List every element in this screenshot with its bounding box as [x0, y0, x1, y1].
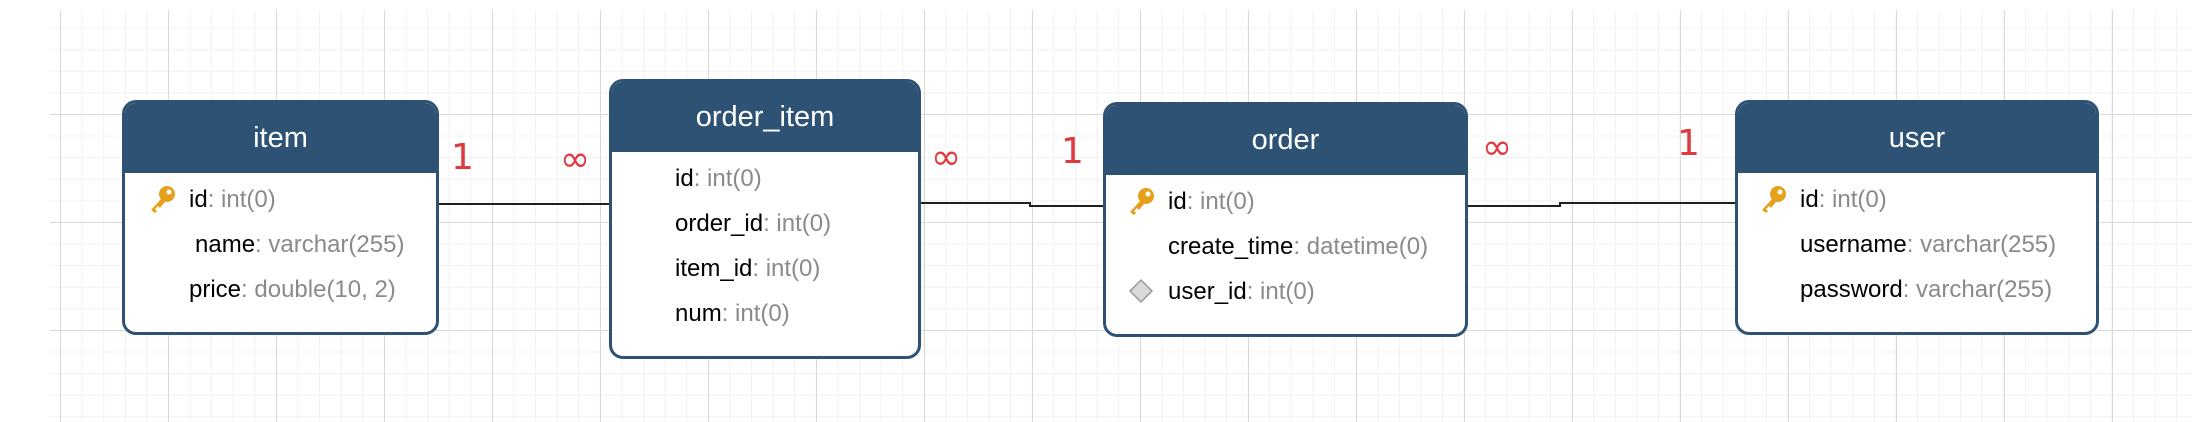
field-type: : int(0): [1186, 187, 1255, 215]
primary-key-icon: [1758, 183, 1790, 222]
field-row[interactable]: username: varchar(255): [1738, 222, 2096, 267]
field-name: num: [675, 299, 722, 327]
field-type: : int(0): [1246, 277, 1315, 305]
field-type: : varchar(255): [1906, 230, 2057, 258]
table-order-item[interactable]: order_item id: int(0) order_id: int(0) i…: [609, 79, 921, 359]
field-name: create_time: [1168, 232, 1294, 260]
table-header: user: [1738, 103, 2096, 173]
field-type: : datetime(0): [1293, 232, 1429, 260]
cardinality-label: ∞: [931, 137, 961, 178]
cardinality-label: ∞: [560, 139, 590, 180]
field-row[interactable]: item_id: int(0): [612, 246, 918, 291]
cardinality-label: 1: [1677, 123, 1700, 164]
field-type: : int(0): [763, 209, 832, 237]
primary-key-icon: [1126, 185, 1158, 224]
field-row[interactable]: id: int(0): [125, 177, 436, 222]
table-title: item: [253, 121, 308, 154]
table-header: order: [1106, 105, 1465, 175]
field-name: id: [675, 164, 694, 192]
table-item[interactable]: item id: int(0) name: varchar(255) price…: [122, 100, 439, 335]
field-row[interactable]: create_time: datetime(0): [1106, 224, 1465, 269]
field-type: : int(0): [693, 164, 762, 192]
cardinality-label: ∞: [1482, 127, 1512, 168]
field-row[interactable]: order_id: int(0): [612, 201, 918, 246]
table-title: user: [1888, 121, 1946, 154]
field-name: id: [1168, 187, 1187, 215]
field-name: price: [189, 275, 242, 303]
relationship-line-order-user: [1465, 202, 1740, 207]
field-type: : int(0): [752, 254, 821, 282]
field-name: password: [1800, 275, 1903, 303]
primary-key-icon: [147, 183, 179, 222]
field-name: id: [189, 185, 208, 213]
table-header: order_item: [612, 82, 918, 152]
field-row[interactable]: user_id: int(0): [1106, 269, 1465, 314]
field-type: : int(0): [1818, 185, 1887, 213]
field-row[interactable]: id: int(0): [1106, 179, 1465, 224]
field-type: : int(0): [207, 185, 276, 213]
field-type: : double(10, 2): [241, 275, 396, 303]
field-row[interactable]: num: int(0): [612, 291, 918, 336]
field-name: item_id: [675, 254, 753, 282]
field-row[interactable]: id: int(0): [1738, 177, 2096, 222]
field-row[interactable]: password: varchar(255): [1738, 267, 2096, 312]
field-type: : varchar(255): [1902, 275, 2053, 303]
cardinality-label: 1: [1061, 131, 1084, 172]
table-header: item: [125, 103, 436, 173]
field-name: username: [1800, 230, 1907, 258]
field-name: id: [1800, 185, 1819, 213]
field-row[interactable]: name: varchar(255): [125, 222, 436, 267]
table-order[interactable]: order id: int(0) create_time: datetime(0…: [1103, 102, 1468, 337]
field-name: user_id: [1168, 277, 1247, 305]
field-name: name: [195, 230, 256, 258]
table-title: order_item: [695, 100, 835, 133]
table-title: order: [1251, 123, 1320, 156]
relationship-line-order_item-order: [919, 202, 1106, 207]
cardinality-label: 1: [451, 137, 474, 178]
field-row[interactable]: id: int(0): [612, 156, 918, 201]
foreign-key-icon: [1128, 278, 1154, 311]
table-user[interactable]: user id: int(0) username: varchar(255) p…: [1735, 100, 2099, 335]
field-name: order_id: [675, 209, 764, 237]
field-row[interactable]: price: double(10, 2): [125, 267, 436, 312]
field-type: : varchar(255): [255, 230, 405, 258]
field-type: : int(0): [721, 299, 790, 327]
